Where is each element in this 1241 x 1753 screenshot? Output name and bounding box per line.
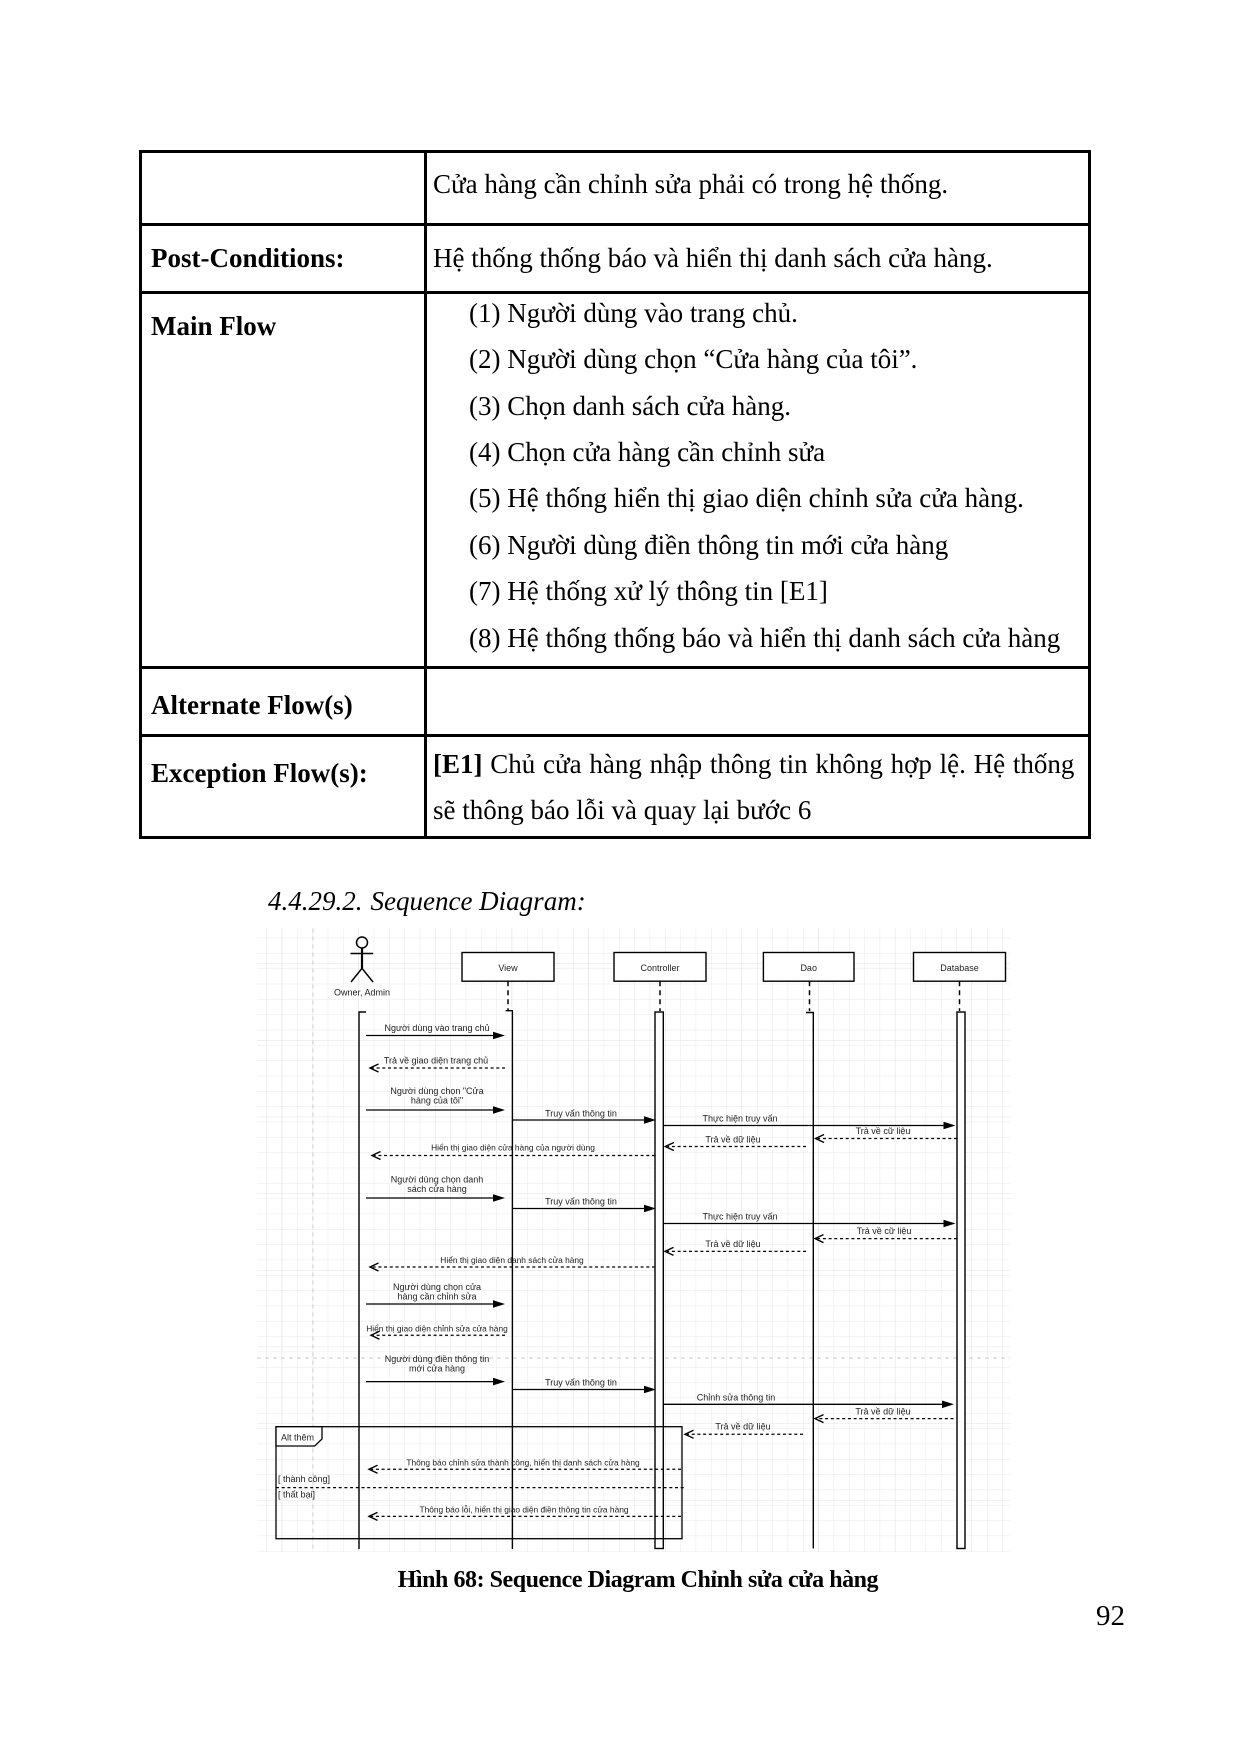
svg-text:Thông báo lỗi, hiển thị giao d: Thông báo lỗi, hiển thị giao diện điền t… — [419, 1505, 628, 1515]
svg-text:Thông báo chỉnh sửa thành công: Thông báo chỉnh sửa thành công, hiển thị… — [406, 1458, 640, 1468]
svg-text:Trả về dữ liệu: Trả về dữ liệu — [705, 1135, 760, 1145]
svg-text:Controller: Controller — [640, 963, 679, 973]
svg-text:hàng cần chỉnh sửa: hàng cần chỉnh sửa — [397, 1292, 476, 1302]
svg-text:Người dùng chọn cửa: Người dùng chọn cửa — [393, 1282, 481, 1292]
svg-text:[ thất bại]: [ thất bại] — [278, 1490, 315, 1500]
svg-text:mới cửa hàng: mới cửa hàng — [409, 1364, 465, 1374]
svg-text:Trả về dữ liệu: Trả về dữ liệu — [715, 1422, 770, 1432]
svg-text:Owner, Admin: Owner, Admin — [334, 987, 390, 997]
svg-text:Hiển thị giao diện cửa hàng củ: Hiển thị giao diện cửa hàng của người dù… — [431, 1143, 595, 1153]
svg-text:[ thành công]: [ thành công] — [278, 1474, 330, 1484]
svg-text:Thực hiện truy vấn: Thực hiện truy vấn — [702, 1114, 777, 1124]
svg-text:Trả về giao diện trang chủ: Trả về giao diện trang chủ — [384, 1056, 488, 1066]
svg-text:Alt thêm: Alt thêm — [281, 1433, 314, 1443]
svg-text:Người dùng chọn "Cửa: Người dùng chọn "Cửa — [390, 1086, 483, 1096]
svg-text:Trả về cữ liệu: Trả về cữ liệu — [857, 1226, 912, 1236]
svg-text:Hiển thị giao diện danh sách c: Hiển thị giao diện danh sách cửa hàng — [440, 1255, 584, 1265]
svg-text:Truy vấn thông tin: Truy vấn thông tin — [545, 1378, 617, 1388]
svg-text:Trả về cữ liệu: Trả về cữ liệu — [856, 1126, 911, 1136]
svg-text:Thực hiện truy vấn: Thực hiện truy vấn — [702, 1212, 777, 1222]
svg-text:Người dùng điền thông tin: Người dùng điền thông tin — [385, 1354, 490, 1364]
svg-text:Database: Database — [940, 963, 979, 973]
svg-text:Người dùng vào trang chủ: Người dùng vào trang chủ — [385, 1023, 490, 1033]
svg-text:hàng của tôi": hàng của tôi" — [411, 1096, 463, 1106]
svg-text:Chỉnh sửa thông tin: Chỉnh sửa thông tin — [697, 1393, 776, 1403]
svg-text:View: View — [498, 963, 518, 973]
svg-text:Người dùng chọn danh: Người dùng chọn danh — [391, 1175, 484, 1185]
svg-text:sách cửa hàng: sách cửa hàng — [407, 1184, 467, 1194]
svg-text:Hiển thị giao diện chỉnh sửa c: Hiển thị giao diện chỉnh sửa cửa hàng — [366, 1324, 508, 1334]
svg-text:Dao: Dao — [800, 963, 817, 973]
svg-text:Truy vấn thông tin: Truy vấn thông tin — [545, 1197, 617, 1207]
svg-text:Trả về dữ liệu: Trả về dữ liệu — [705, 1239, 760, 1249]
svg-text:Trả về dữ liệu: Trả về dữ liệu — [855, 1407, 910, 1417]
svg-text:Truy vấn thông tin: Truy vấn thông tin — [545, 1109, 617, 1119]
